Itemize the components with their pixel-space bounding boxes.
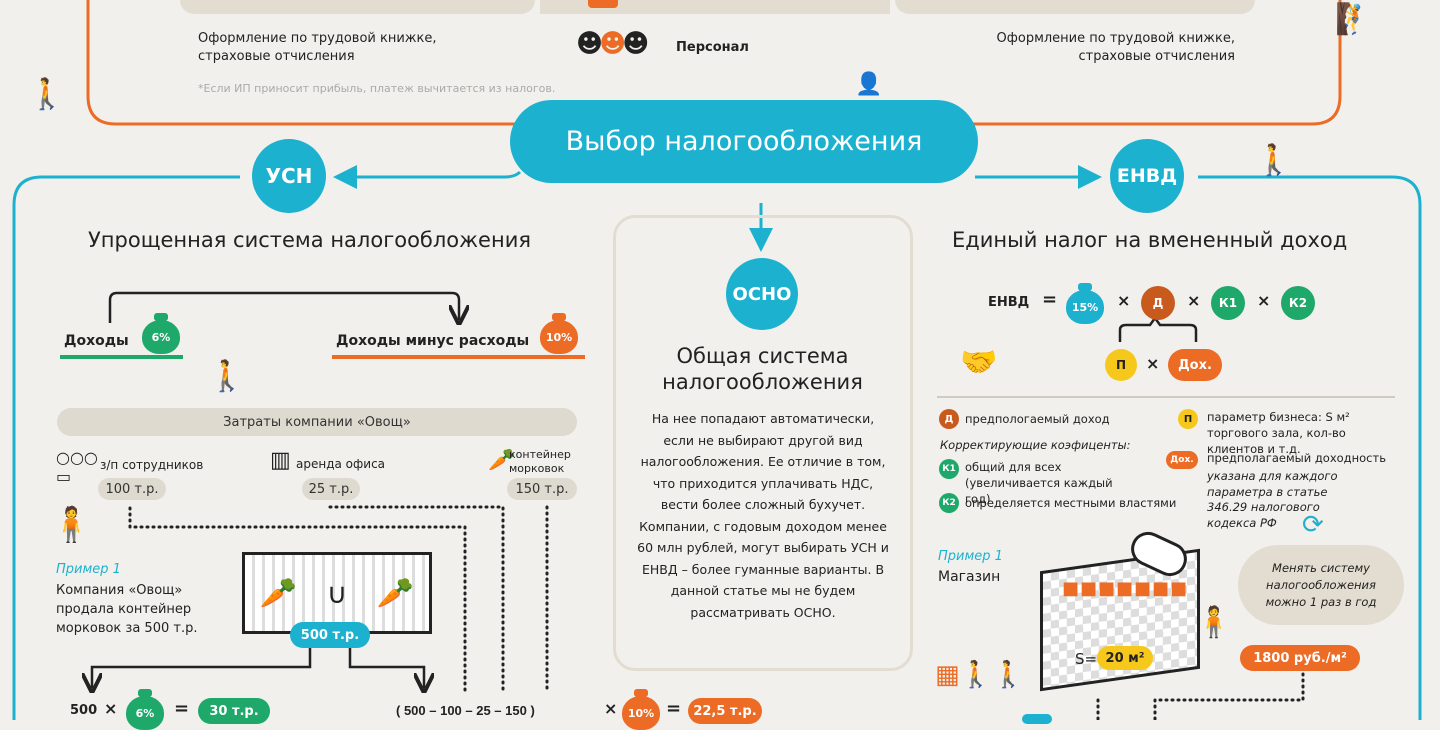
f1-equals: = xyxy=(174,698,190,719)
tax-choice-title: Выбор налогообложения xyxy=(510,100,978,183)
carrot-icon: 🥕 xyxy=(488,448,516,473)
p-coin: П xyxy=(1105,349,1137,381)
f2-equals: = xyxy=(666,698,682,719)
cost-office-value: 25 т.р. xyxy=(302,478,360,500)
d-coin: Д xyxy=(1141,286,1175,320)
f2-times: × xyxy=(604,699,618,718)
carrot-icon: 🥕 xyxy=(259,575,298,611)
sale-value: 500 т.р. xyxy=(290,622,370,648)
container-illustration: 🥕 ∪ 🥕 xyxy=(242,552,432,634)
bottom-teal-pill xyxy=(1022,714,1052,724)
carrot-icon: 🥕 xyxy=(376,575,415,611)
f1-rate: 6% xyxy=(126,689,164,730)
k2-legend: определяется местными властями xyxy=(965,496,1177,510)
laptop-icon xyxy=(588,0,618,8)
osno-title: Общая система налогообложения xyxy=(662,344,863,394)
usn-income-minus-rate: 10% xyxy=(540,313,578,354)
footnote: *Если ИП приносит прибыль, платеж вычита… xyxy=(198,82,556,95)
dox-legend-icon: Дох. xyxy=(1166,451,1198,469)
envd-example-label: Пример 1 xyxy=(938,549,1003,564)
envd-formula-lhs: ЕНВД xyxy=(988,295,1030,310)
change-system-text: Менять систему налогообложения можно 1 р… xyxy=(1265,560,1377,609)
seller-icon: 🧍 xyxy=(1195,605,1233,640)
handshake-icon: 🤝 xyxy=(960,345,998,380)
dox-pill: Дох. xyxy=(1168,349,1222,381)
d-legend-icon: Д xyxy=(939,409,959,429)
k1-coin: К1 xyxy=(1211,286,1245,320)
osno-card xyxy=(613,215,913,671)
usn-income-minus-label: Доходы минус расходы xyxy=(336,333,530,349)
usn-badge: УСН xyxy=(252,139,326,213)
desk-worker-icon: 👤 xyxy=(855,72,883,97)
osno-badge: ОСНО xyxy=(726,258,798,330)
traveler-icon: 🚶 xyxy=(28,77,66,112)
office-icon: ▥ xyxy=(270,448,291,473)
k2-legend-icon: К2 xyxy=(939,493,959,513)
bunny-icon: ∪ xyxy=(326,576,348,610)
personnel-label: Персонал xyxy=(676,40,749,55)
corr-title: Корректирующие коэфиценты: xyxy=(940,438,1131,452)
dox-legend-note: указана для каждого параметра в статье 3… xyxy=(1207,469,1338,530)
businessman-icon: 🚶 xyxy=(208,359,246,394)
envd-rate: 15% xyxy=(1066,283,1104,324)
usn-income-rate: 6% xyxy=(142,313,180,354)
costs-title: Затраты компании «Овощ» xyxy=(57,408,577,436)
right-employment-note: Оформление по трудовой книжке, страховые… xyxy=(996,31,1235,64)
k2-coin: К2 xyxy=(1281,286,1315,320)
envd-title: Единый налог на вмененный доход xyxy=(952,228,1348,252)
area-value: 20 м² xyxy=(1097,646,1153,670)
cost-salary-label: з/п сотрудников xyxy=(100,458,204,472)
area-prefix: S= xyxy=(1075,650,1098,668)
p-legend: параметр бизнеса: S м² торгового зала, к… xyxy=(1207,410,1350,456)
k1-legend-icon: К1 xyxy=(939,459,959,479)
climber-icon: 🧗 xyxy=(1335,2,1373,37)
salary-icon: ○○○▭ xyxy=(56,448,98,486)
rate-per-m2: 1800 руб./м² xyxy=(1240,645,1360,671)
personnel-icon: ☻☻☻ xyxy=(576,29,649,59)
left-employment-note: Оформление по трудовой книжке, страховые… xyxy=(198,31,437,64)
f1-amount: 500 xyxy=(70,703,98,718)
cost-office-label: аренда офиса xyxy=(296,457,386,471)
p-legend-icon: П xyxy=(1178,409,1198,429)
f2-rate: 10% xyxy=(622,689,660,730)
envd-example-text: Магазин xyxy=(938,569,1001,585)
osno-description: На нее попадают автоматически, если не в… xyxy=(637,411,889,620)
d-legend: предпологаемый доход xyxy=(965,412,1110,426)
f1-times: × xyxy=(104,699,118,718)
times-3: × xyxy=(1257,291,1271,310)
dox-legend: предполагаемый доходность xyxy=(1207,451,1386,465)
usn-example-text: Компания «Овощ» продала контейнер морков… xyxy=(56,583,198,636)
loaders-icon: ▦🚶🚶 xyxy=(935,660,1025,690)
times-4: × xyxy=(1146,354,1160,373)
usn-income-label: Доходы xyxy=(64,333,129,349)
boxes-icon: ■■■■■■■ xyxy=(1062,578,1189,599)
times-2: × xyxy=(1187,291,1201,310)
usn-example-label: Пример 1 xyxy=(56,562,121,577)
cost-container-value: 150 т.р. xyxy=(507,478,577,500)
top-card-1 xyxy=(180,0,535,14)
f2-expression: ( 500 – 100 – 25 – 150 ) xyxy=(396,703,535,718)
cost-container-label: контейнер морковок xyxy=(509,448,571,475)
refresh-icon: ⟳ xyxy=(1302,510,1324,540)
f2-result: 22,5 т.р. xyxy=(688,698,762,724)
f1-result: 30 т.р. xyxy=(198,698,270,724)
k1-legend: общий для всех (увеличивается каждый год… xyxy=(965,460,1113,506)
envd-formula-eq: = xyxy=(1042,289,1058,310)
teacher-icon: 🧍 xyxy=(50,505,93,545)
top-card-3 xyxy=(895,0,1255,14)
top-card-2 xyxy=(540,0,890,14)
mover-icon: 🚶 xyxy=(1255,143,1293,178)
envd-badge: ЕНВД xyxy=(1110,139,1184,213)
cost-salary-value: 100 т.р. xyxy=(98,478,166,500)
change-system-note: Менять систему налогообложения можно 1 р… xyxy=(1238,545,1404,625)
usn-title: Упрощенная система налогообложения xyxy=(88,228,531,252)
times-1: × xyxy=(1117,291,1131,310)
